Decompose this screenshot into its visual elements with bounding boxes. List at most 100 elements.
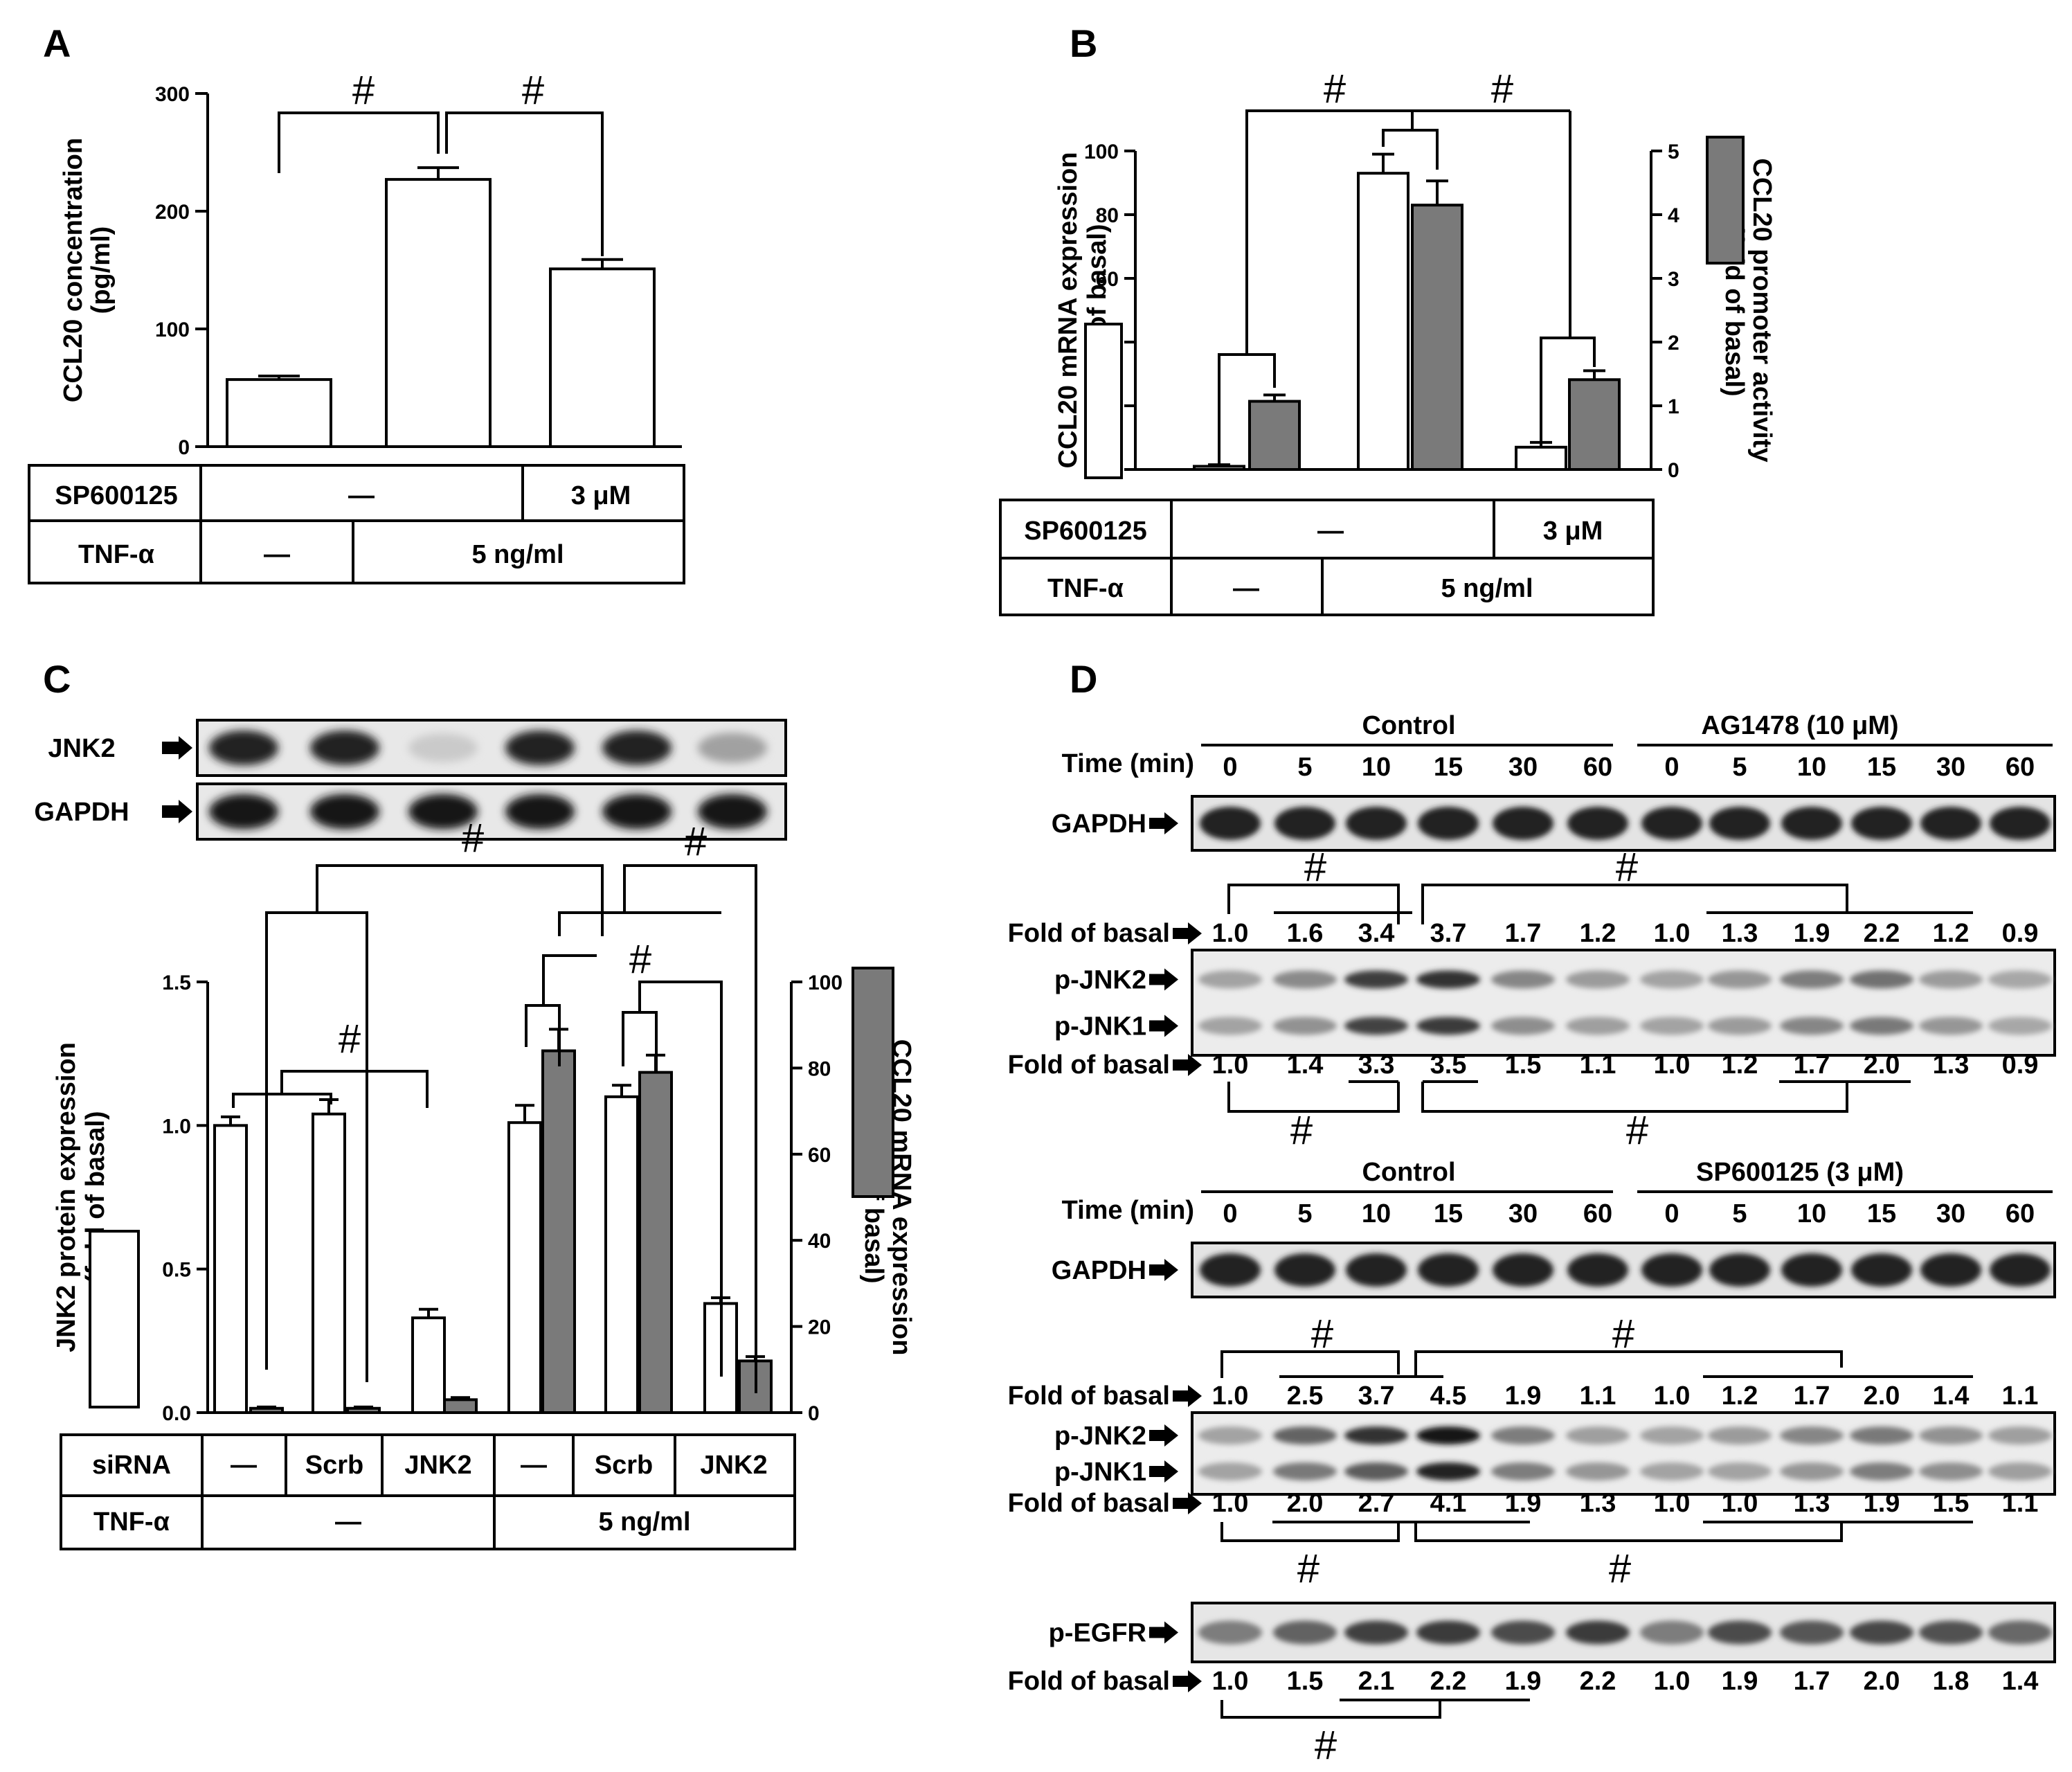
d2-fold-jnk1-3: 4.1 (1430, 1489, 1467, 1518)
c-open-bar-1 (312, 1112, 346, 1415)
d2-fold-jnk1-10: 1.5 (1933, 1489, 1970, 1518)
d2-fold-bottom-arrow (1173, 1492, 1202, 1514)
d1-gapdh-band-1 (1274, 807, 1335, 840)
d1-bracket-top-2 (1421, 884, 1848, 924)
d-egfr-band-2 (1344, 1620, 1408, 1645)
d2-fold-jnk1-0: 1.0 (1212, 1489, 1249, 1518)
d1-jnk1-label-arrow (1149, 1014, 1178, 1037)
d2-fold-jnk1-6: 1.0 (1654, 1489, 1691, 1518)
a-bar-2 (549, 267, 656, 448)
b-filled-bar-2 (1568, 378, 1621, 472)
b-pair-bracket-3 (1540, 337, 1596, 443)
d2-jnk2-band-10 (1919, 1426, 1983, 1445)
d2-gapdh-band-3 (1418, 1253, 1479, 1287)
d2-gapdh-band-10 (1920, 1253, 1981, 1287)
a-hash-2: # (522, 68, 544, 113)
d2-jnk1-band-8 (1780, 1462, 1844, 1480)
b-filled-bar-0 (1248, 400, 1301, 471)
d1-gapdh-band-2 (1346, 807, 1407, 840)
d2-time-7: 5 (1732, 1199, 1747, 1228)
c-table-si-label: siRNA (92, 1451, 171, 1480)
c-bracket-top (316, 864, 604, 936)
d-egfr-bracket (1220, 1700, 1441, 1719)
c-filled-bar-1 (346, 1406, 381, 1415)
d1-jnk1-band-1 (1273, 1017, 1337, 1035)
c-hash-top: # (462, 816, 484, 861)
c-blot-band-0-3 (505, 730, 575, 766)
d2-jnk2-band-11 (1988, 1426, 2052, 1445)
d1-treatment-label: AG1478 (10 μM) (1701, 711, 1898, 740)
d1-bracket-bottom-2 (1421, 1082, 1848, 1113)
d2-gapdh-band-8 (1781, 1253, 1842, 1287)
panel-b-chart: 020406080100012345CCL20 mRNA expression(… (999, 66, 1776, 616)
d2-hash-top-2: # (1612, 1312, 1634, 1357)
d2-jnk2-band-5 (1566, 1426, 1630, 1445)
d1-jnk2-band-8 (1780, 970, 1844, 989)
d2-time-10: 30 (1936, 1199, 1965, 1228)
d-egfr-fold-label: Fold of basal (1008, 1667, 1170, 1696)
d1-time-7: 5 (1732, 753, 1747, 782)
d1-time-0: 0 (1223, 753, 1237, 782)
d1-fold-jnk1-4: 1.5 (1505, 1050, 1542, 1080)
c-left-tick-label-1: 0.5 (162, 1259, 191, 1282)
c-blot-arrow-0 (162, 736, 192, 760)
c-left-tick-label-3: 1.5 (162, 972, 191, 994)
d2-jnk2-band-9 (1850, 1426, 1913, 1445)
b-left-tick-label-4: 80 (1096, 204, 1119, 227)
d2-bracket-top-2 (1414, 1350, 1843, 1378)
d2-time-9: 15 (1867, 1199, 1896, 1228)
panel-a-letter: A (43, 21, 71, 65)
b-right-tick-label-1: 1 (1668, 395, 1679, 418)
d2-time-1: 5 (1297, 1199, 1312, 1228)
d1-gapdh-band-4 (1493, 807, 1553, 840)
b-legend-open-swatch (1084, 323, 1123, 479)
d2-hash-bottom-2: # (1609, 1546, 1631, 1591)
d2-jnk1-label-text: p-JNK1 (1054, 1458, 1146, 1487)
b-right-tick-label-2: 2 (1668, 332, 1679, 355)
d2-jnk1-band-0 (1198, 1462, 1262, 1480)
d1-fold-jnk1-0: 1.0 (1212, 1050, 1249, 1080)
d1-jnk2-band-11 (1988, 970, 2052, 989)
b-right-tick-label-0: 0 (1668, 459, 1679, 482)
c-legend-filled-swatch (852, 967, 894, 1198)
a-y-tick-label-2: 200 (155, 201, 190, 224)
c-bracket-jnk (638, 981, 723, 1377)
d-egfr-band-9 (1850, 1620, 1913, 1645)
d1-gapdh-label-text: GAPDH (1052, 809, 1146, 839)
d1-fold-jnk2-2: 3.4 (1358, 919, 1395, 948)
c-left-title-line1: JNK2 protein expression (52, 1042, 81, 1352)
d2-gapdh-band-0 (1200, 1253, 1261, 1287)
d-egfr-fold-8: 1.7 (1794, 1667, 1830, 1696)
d2-jnk-frame (1191, 1411, 2056, 1496)
d1-time-8: 10 (1797, 753, 1826, 782)
d2-time-0: 0 (1223, 1199, 1237, 1228)
b-table-sp-cell-1: — (1317, 517, 1344, 546)
d2-jnk2-band-2 (1344, 1426, 1408, 1445)
c-hash-jnk: # (629, 937, 651, 982)
b-bracket-right-top (1411, 109, 1570, 130)
panel-b-letter: B (1070, 21, 1097, 65)
d1-gapdh-band-8 (1781, 807, 1842, 840)
d2-hash-bottom-1: # (1297, 1546, 1319, 1591)
d2-fold-bottom-label: Fold of basal (1008, 1489, 1170, 1518)
d1-gapdh-label-arrow (1149, 812, 1178, 834)
a-bracket-2 (445, 111, 604, 256)
c-table-si-cell-0: — (231, 1451, 257, 1480)
d1-fold-jnk1-3: 3.5 (1430, 1050, 1467, 1080)
d2-fold-jnk1-5: 1.3 (1580, 1489, 1616, 1518)
b-hash-2: # (1491, 66, 1513, 111)
c-filled-bar-0 (249, 1406, 284, 1415)
d1-jnk2-band-5 (1566, 970, 1630, 989)
d1-jnk1-band-5 (1566, 1017, 1630, 1035)
d2-jnk2-band-0 (1198, 1426, 1262, 1445)
d2-jnk2-band-7 (1708, 1426, 1772, 1445)
d-egfr-fold-5: 2.2 (1580, 1667, 1616, 1696)
d2-jnk1-band-9 (1850, 1462, 1913, 1480)
d2-gapdh-band-5 (1567, 1253, 1628, 1287)
d1-jnk1-band-4 (1491, 1017, 1555, 1035)
c-left-tick-label-0: 0.0 (162, 1402, 191, 1425)
c-blot-band-1-2 (408, 794, 478, 830)
d1-hash-bottom-2: # (1626, 1108, 1648, 1153)
c-table-frame (60, 1433, 796, 1550)
c-table-tnf-label: TNF-α (93, 1507, 170, 1537)
